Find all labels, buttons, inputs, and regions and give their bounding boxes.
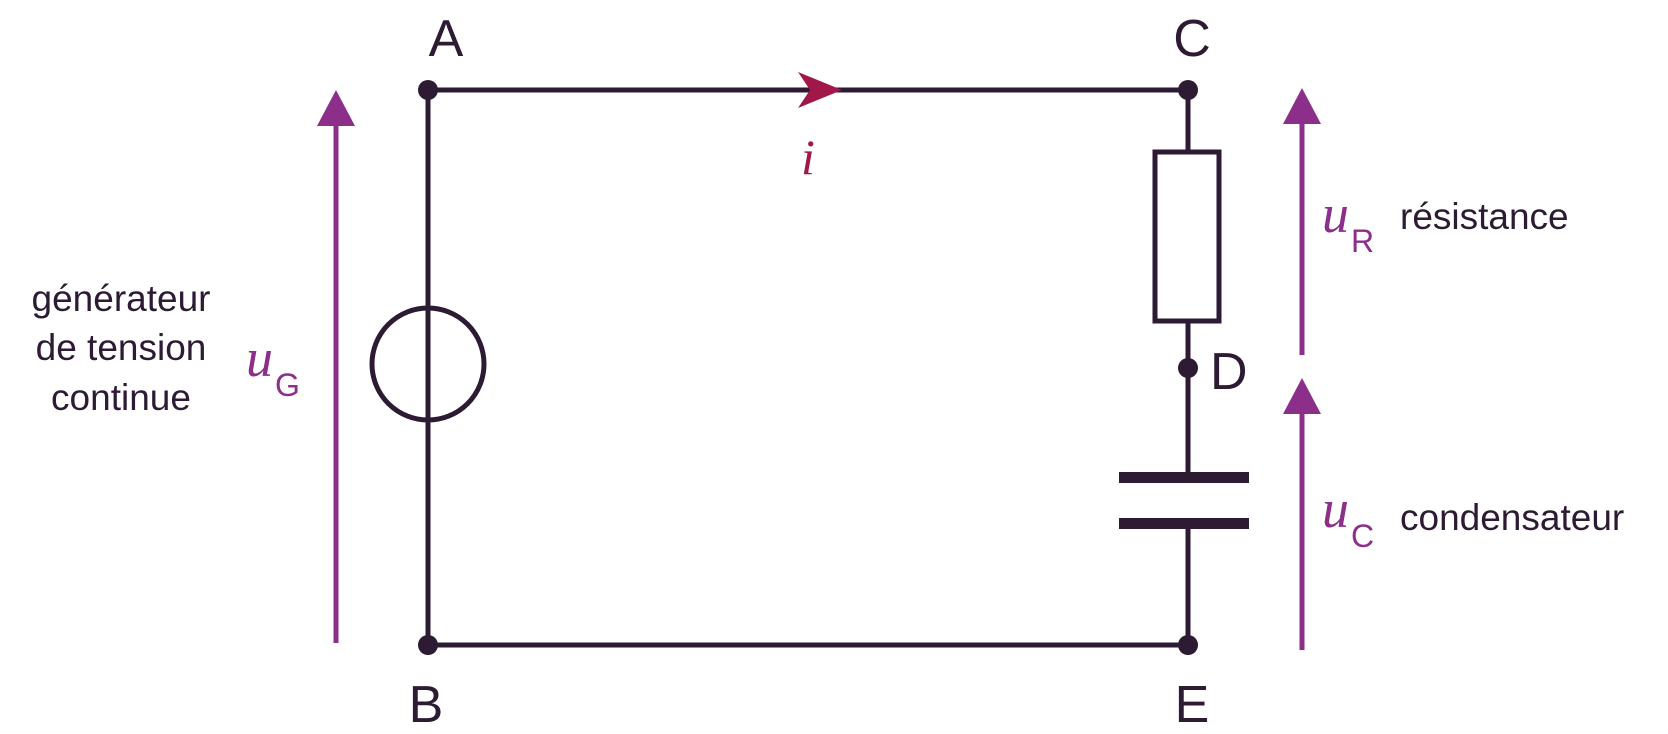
node-label-a: A: [429, 10, 464, 68]
generator-voltage-symbol: u: [246, 328, 273, 388]
node-dot-b: [418, 635, 438, 655]
capacitor-plate-top: [1119, 472, 1249, 483]
node-label-c: C: [1173, 10, 1211, 68]
resistor-voltage-symbol: u: [1322, 184, 1349, 244]
generator-label: générateur de tension continue: [32, 278, 211, 418]
circuit-nodes: [418, 80, 1198, 655]
circuit-wires: [425, 87, 1191, 648]
voltage-generator-symbol: [369, 305, 487, 423]
node-dot-d: [1178, 358, 1198, 378]
generator-voltage-subscript: G: [275, 367, 300, 403]
current-arrow-head: [798, 72, 842, 108]
capacitor-voltage-label: uC: [1322, 479, 1374, 554]
capacitor-symbol: [1119, 472, 1249, 529]
node-label-b: B: [409, 676, 444, 734]
capacitor-label: condensateur: [1400, 497, 1624, 538]
voltage-arrows: [317, 88, 1321, 650]
capacitor-voltage-arrow-head: [1283, 378, 1321, 414]
resistor-symbol: [1152, 149, 1222, 324]
capacitor-plate-bottom: [1119, 518, 1249, 529]
resistor-voltage-arrow-head: [1283, 88, 1321, 124]
node-label-e: E: [1175, 676, 1210, 734]
node-dot-e: [1178, 635, 1198, 655]
capacitor-voltage-symbol: u: [1322, 479, 1349, 539]
node-dot-c: [1178, 80, 1198, 100]
generator-label-line2: de tension: [36, 327, 207, 368]
node-dot-a: [418, 80, 438, 100]
resistor-voltage-label: uR: [1322, 184, 1374, 259]
resistor-voltage-subscript: R: [1351, 223, 1374, 259]
node-label-d: D: [1210, 343, 1248, 401]
current-label: i: [801, 129, 815, 185]
resistor-label: résistance: [1400, 196, 1569, 237]
generator-voltage-arrow-head: [317, 90, 355, 126]
capacitor-voltage-subscript: C: [1351, 518, 1374, 554]
generator-label-line3: continue: [51, 377, 191, 418]
generator-voltage-label: uG: [246, 328, 300, 403]
generator-label-line1: générateur: [32, 278, 211, 319]
